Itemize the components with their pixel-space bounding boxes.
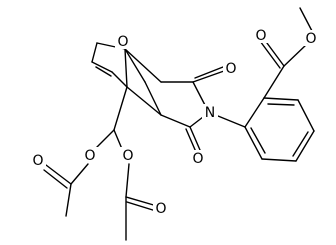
bond-aryl-inner-b <box>292 131 309 157</box>
bond-o-left-to-acyl-c <box>70 163 89 185</box>
bond-aryl-4-5 <box>295 130 315 162</box>
ester-carbonyl-oxygen-atom: O <box>253 27 269 44</box>
acetoxy-right-ether-oxygen-label: O <box>122 148 133 164</box>
imide-carbonyl-bottom-oxygen-atom: O <box>190 150 206 167</box>
acetoxy-right-carbonyl-oxygen-atom: O <box>153 200 169 217</box>
bond-bridgehead-to-c7a <box>126 86 162 116</box>
bond-ester-o-to-methyl <box>299 7 313 32</box>
bond-c-o-bottom-double <box>185 128 197 153</box>
bond-c7a-to-carbonyl-bottom <box>160 114 191 128</box>
bond-bridgehead-top-to-c3a <box>124 48 162 83</box>
bond-alkene-upper <box>91 42 98 63</box>
bond-alkene-double <box>91 61 113 73</box>
bond-acyl-left-c-o-double <box>45 164 72 185</box>
atom-labels: O O N O O O O O <box>30 27 319 217</box>
bond-c3a-to-c7a <box>144 81 162 116</box>
bond-aryl-to-ester-c <box>263 65 285 99</box>
imide-carbonyl-top-oxygen-label: O <box>225 61 236 77</box>
bond-aryl-5-6 <box>261 158 297 162</box>
bond-acyl-left-c-o-double-inner <box>43 169 68 189</box>
imide-nitrogen-label: N <box>205 105 215 121</box>
bond-aryl-inner-a <box>267 103 295 106</box>
bond-acyl-left-to-methyl <box>65 183 72 217</box>
imide-nitrogen-atom: N <box>202 104 218 121</box>
bond-c-o-top-double <box>194 66 224 79</box>
ester-carbonyl-oxygen-label: O <box>255 28 266 44</box>
bond-aryl-2-3 <box>263 97 299 101</box>
bond-lines <box>43 7 315 241</box>
bond-aryl-3-4 <box>297 99 315 132</box>
ester-ether-oxygen-atom: O <box>303 30 319 47</box>
bond-aryl-1-2 <box>244 97 265 128</box>
bond-alkene-left <box>111 71 128 88</box>
bond-carbonyl-bottom-to-n <box>189 116 204 128</box>
bond-c-o-bottom <box>189 126 201 151</box>
imide-carbonyl-top-oxygen-atom: O <box>223 60 239 77</box>
acetoxy-right-ether-oxygen-atom: O <box>120 147 136 164</box>
bridge-oxygen-label: O <box>117 34 128 50</box>
bond-bridgehead-to-ch <box>113 86 128 131</box>
bond-bridge-o-to-bridgehead-right <box>124 48 146 83</box>
bond-aryl-inner-c <box>250 127 266 154</box>
acetoxy-left-ether-oxygen-atom: O <box>82 147 98 164</box>
bond-acyl-right-c-o-double <box>125 196 158 207</box>
acetoxy-left-ether-oxygen-label: O <box>84 148 95 164</box>
acetoxy-left-carbonyl-oxygen-atom: O <box>30 152 46 169</box>
acetoxy-right-carbonyl-oxygen-label: O <box>155 201 166 217</box>
bond-aryl-6-1 <box>244 126 263 160</box>
bond-ester-c-to-o <box>283 43 308 67</box>
imide-carbonyl-bottom-oxygen-label: O <box>192 151 203 167</box>
bond-alkene-double-inner <box>95 66 112 77</box>
bond-n-to-aryl <box>217 115 246 128</box>
bond-ch-to-o-left <box>93 129 115 151</box>
bond-bridgehead-to-bridge-o <box>124 48 128 88</box>
acetoxy-left-carbonyl-oxygen-label: O <box>32 153 43 169</box>
bond-acyl-right-c-o-double-inner <box>126 201 157 212</box>
bond-o-right-to-acyl-c <box>125 163 130 198</box>
bond-ester-c-o-double-inner <box>259 40 281 69</box>
ester-ether-oxygen-label: O <box>305 31 316 47</box>
bond-ester-c-o-double <box>263 38 285 67</box>
bridge-oxygen-atom: O <box>115 33 131 50</box>
bond-ch-to-o-right <box>113 129 123 150</box>
bond-c-o-top <box>192 70 225 83</box>
